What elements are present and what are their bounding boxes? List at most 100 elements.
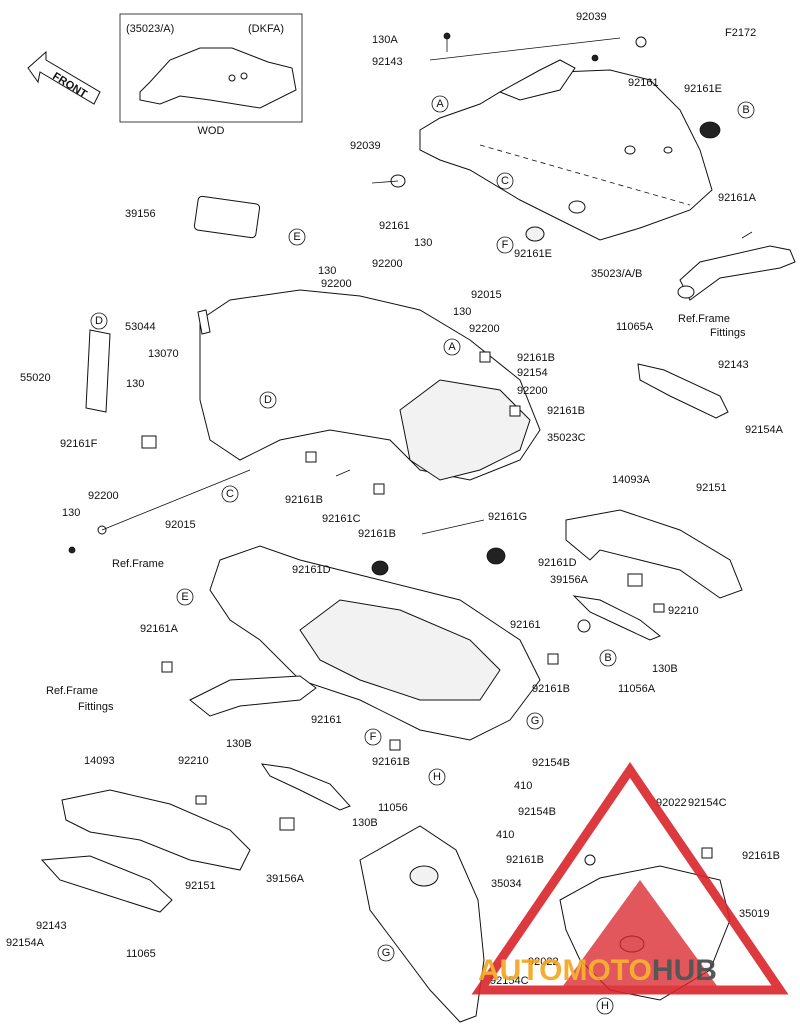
label-ref-frame-fittings-right-2: Fittings: [710, 327, 746, 339]
strip-92161C: [335, 469, 351, 477]
fender-hole: [624, 145, 636, 155]
label-92161B-b: 92161B: [547, 405, 585, 417]
label-figure-code: F2172: [725, 27, 756, 39]
label-39156: 39156: [125, 208, 156, 220]
callout-label: A: [448, 341, 456, 353]
label-92200-a: 92200: [372, 258, 403, 270]
label-35034: 35034: [491, 878, 522, 890]
label-ref-frame-fittings-right-1: Ref.Frame: [678, 313, 730, 325]
label-92210-right: 92210: [668, 605, 699, 617]
callout-circle: [737, 101, 755, 119]
label-92154C-top: 92154C: [688, 797, 727, 809]
inset-variant: (DKFA): [248, 23, 284, 35]
pad-39156A: [627, 573, 643, 587]
inner-fender-assembly: [68, 195, 541, 554]
bolt-head: [443, 32, 451, 40]
frame-fitting-left: [189, 675, 317, 717]
label-92161-right: 92161: [510, 619, 541, 631]
bracket-11056: [260, 763, 351, 811]
grommet-92161E: [699, 121, 721, 139]
label-35019: 35019: [739, 908, 770, 920]
label-92161E-right: 92161E: [684, 83, 722, 95]
grommet-92161E: [525, 226, 545, 242]
grommet-92161B: [479, 351, 491, 363]
side-cover-14093A: [565, 363, 743, 641]
bushing-92161D: [486, 547, 506, 565]
rear-fender-35023: [371, 32, 721, 242]
watermark-text: AUTOMOTOHUB: [478, 954, 717, 987]
fender-bracket: [498, 59, 576, 101]
label-92161A-right: 92161A: [718, 192, 757, 204]
fender-body: [419, 69, 713, 241]
label-92161B-g: 92161B: [742, 850, 780, 862]
lower-frame-inner: [299, 599, 501, 701]
watermark-logo: AUTOMOTOHUB: [471, 762, 789, 995]
label-410-a: 410: [514, 780, 532, 792]
label-92161B-f: 92161B: [372, 756, 410, 768]
label-92154-a: 92154: [517, 367, 548, 379]
strip-92161G: [421, 519, 485, 535]
front-arrow-shape: [27, 50, 101, 105]
callout-circle: [443, 338, 461, 356]
callout-circles: A B C D E F A D C E F G H B G H: [90, 95, 755, 1015]
label-130B-right: 130B: [652, 663, 678, 675]
grommet-92161B: [305, 451, 317, 463]
label-14093A: 14093A: [612, 474, 651, 486]
label-130-a: 130: [414, 237, 432, 249]
label-92015-a: 92015: [471, 289, 502, 301]
label-92151-left: 92151: [185, 880, 216, 892]
watermark-middle: MOTO: [562, 954, 651, 987]
label-55020: 55020: [20, 372, 51, 384]
side-cover-14093: [40, 763, 351, 913]
label-92161B-c: 92161B: [285, 494, 323, 506]
label-39156A-left: 39156A: [266, 873, 305, 885]
callout-circle: [377, 944, 395, 962]
fender-hole: [568, 200, 586, 214]
lower-frame-assembly: [161, 545, 591, 751]
callout-label: F: [502, 239, 509, 251]
callout-label: C: [501, 175, 509, 187]
callout-label: F: [370, 731, 377, 743]
label-11056A: 11056A: [618, 683, 656, 695]
part-number-labels: 130A 92039 92143 92161 F2172 92161E 9203…: [6, 11, 784, 987]
callout-circle: [364, 728, 382, 746]
callout-circle: [431, 95, 449, 113]
label-39156A-right: 39156A: [550, 574, 589, 586]
callout-circle: [496, 236, 514, 254]
callout-label: G: [531, 715, 540, 727]
label-92151-right: 92151: [696, 482, 727, 494]
label-92161-left: 92161: [311, 714, 342, 726]
inset-border: [119, 13, 303, 123]
label-92143-left: 92143: [36, 920, 67, 932]
callout-label: A: [436, 98, 444, 110]
watermark-prefix: AUTO: [478, 954, 562, 987]
grommet-92161B: [584, 854, 596, 866]
callout-label: H: [433, 771, 441, 783]
label-92161E-mid: 92161E: [514, 248, 552, 260]
label-92154B-b: 92154B: [518, 806, 556, 818]
label-92022-bottom: 92022: [528, 956, 559, 968]
label-130B-left-a: 130B: [226, 738, 252, 750]
callout-label: E: [293, 231, 300, 243]
dashed-guide: [479, 144, 691, 206]
label-ref-frame-fittings-left-2: Fittings: [78, 701, 114, 713]
bolt: [741, 231, 753, 239]
inset-model-code: (35023/A): [126, 23, 174, 35]
callout-circle: [596, 997, 614, 1015]
label-92161F: 92161F: [60, 438, 98, 450]
inner-fender-35023C: [399, 379, 531, 481]
label-92161C: 92161C: [322, 513, 361, 525]
callout-circle: [90, 312, 108, 330]
label-92161A-left: 92161A: [140, 623, 179, 635]
label-92161B-a: 92161B: [517, 352, 555, 364]
label-92200-d: 92200: [517, 385, 548, 397]
callout-label: B: [742, 104, 749, 116]
label-410-b: 410: [496, 829, 514, 841]
label-92200-b: 92200: [321, 278, 352, 290]
reflector-11065A: [637, 363, 729, 419]
label-11056: 11056: [378, 802, 408, 814]
leader: [101, 469, 251, 531]
bolt-130: [68, 546, 76, 554]
